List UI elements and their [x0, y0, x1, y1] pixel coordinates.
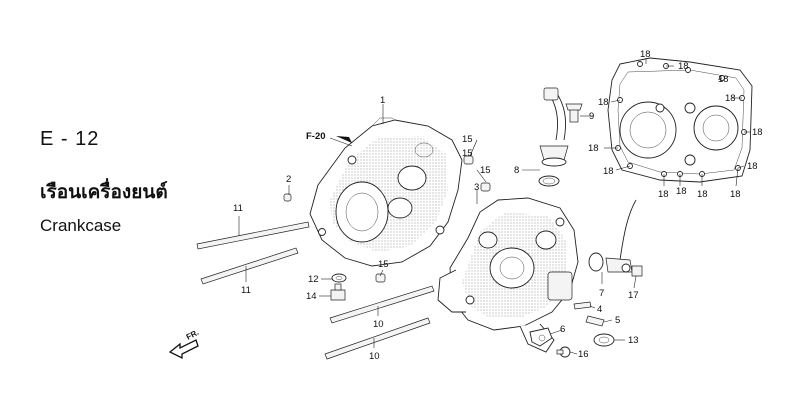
callout-18-c: 18 — [718, 74, 729, 85]
callout-10-lower: 10 — [369, 351, 380, 362]
callout-4: 4 — [597, 304, 602, 315]
callout-6: 6 — [560, 324, 565, 335]
callout-7: 7 — [599, 288, 604, 299]
callout-1: 1 — [380, 95, 385, 106]
leader-lines — [238, 58, 750, 355]
right-crankcase-half — [437, 197, 579, 353]
crankcase-gasket — [607, 57, 753, 183]
breather-tube-assembly — [538, 87, 583, 187]
callout-15-c: 15 — [378, 259, 389, 270]
callout-18-k: 18 — [697, 189, 708, 200]
callout-13: 13 — [628, 335, 639, 346]
callout-2: 2 — [286, 174, 291, 185]
neutral-switch-assembly — [588, 199, 643, 277]
callout-18-g: 18 — [588, 143, 599, 154]
callout-18-m: 18 — [747, 161, 758, 172]
drain-bolt-and-washer — [330, 273, 347, 301]
callout-5: 5 — [615, 315, 620, 326]
shift-parts — [529, 301, 615, 358]
callout-17: 17 — [628, 290, 639, 301]
callout-18-e: 18 — [725, 93, 736, 104]
callout-18-b: 18 — [678, 61, 689, 72]
callout-11-lower: 11 — [241, 285, 251, 296]
front-label: FR. — [185, 328, 201, 342]
callout-8: 8 — [514, 165, 519, 176]
callout-18-j: 18 — [676, 186, 687, 197]
section-title-thai: เรือนเครื่องยนต์ — [40, 181, 168, 203]
callout-15-a: 15 — [462, 134, 473, 145]
callout-18-f: 18 — [752, 127, 763, 138]
callout-18-l: 18 — [730, 189, 741, 200]
callout-15-b: 15 — [480, 165, 491, 176]
section-code: E - 12 — [40, 128, 100, 150]
stud-bolts — [196, 221, 435, 360]
callout-15-d: 15 — [462, 148, 473, 159]
callout-18-d: 18 — [598, 97, 609, 108]
callout-18-a: 18 — [640, 49, 651, 60]
callout-12: 12 — [308, 274, 319, 285]
callout-16: 16 — [578, 349, 589, 360]
callout-3: 3 — [474, 182, 479, 193]
dowel-pins — [283, 155, 491, 283]
callout-11-upper: 11 — [233, 203, 243, 214]
front-direction-arrow: FR. — [168, 328, 201, 360]
callout-10-upper: 10 — [373, 319, 384, 330]
callout-9: 9 — [589, 111, 594, 122]
callout-14: 14 — [306, 291, 317, 302]
section-title-english: Crankcase — [40, 216, 122, 235]
callout-18-i: 18 — [658, 189, 669, 200]
callout-numbers: 1 2 3 4 5 6 7 8 9 10 10 11 11 12 13 14 1… — [233, 49, 763, 362]
left-crankcase-half — [309, 117, 463, 267]
callout-18-h: 18 — [603, 166, 614, 177]
reference-f20: F-20 — [306, 131, 352, 143]
reference-label: F-20 — [306, 131, 326, 142]
